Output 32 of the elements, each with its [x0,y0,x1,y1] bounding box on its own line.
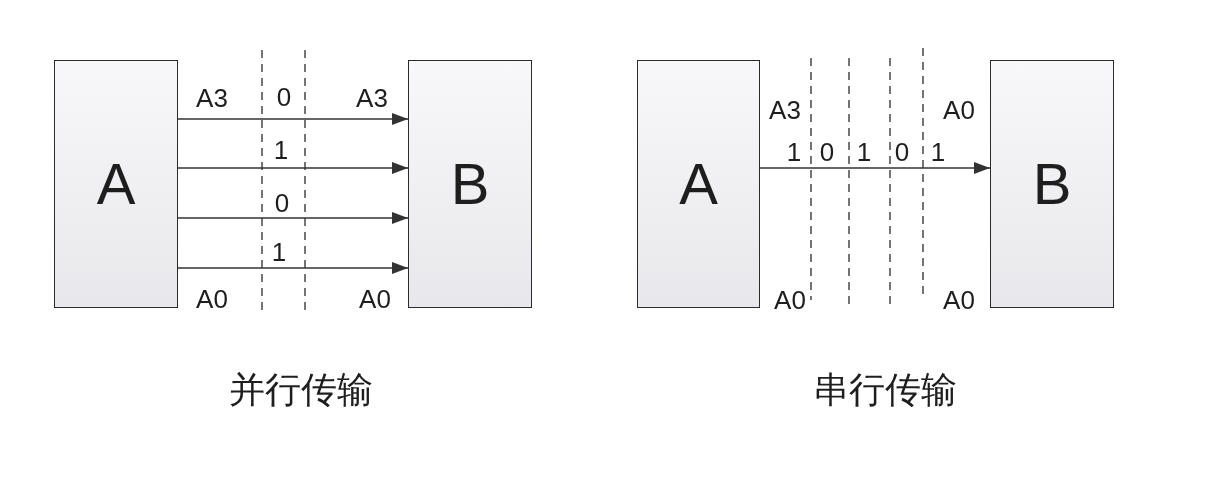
caption: 串行传输 [813,372,957,408]
signal-label: A0 [943,287,975,313]
device-block [637,60,760,308]
bit-label: 0 [276,84,292,110]
bit-label: 1 [856,139,872,165]
device-label: B [1032,155,1072,213]
signal-label: A3 [196,85,228,111]
device-block [990,60,1114,308]
arrow [177,113,409,125]
bit-label: 0 [819,139,835,165]
arrow [177,212,409,224]
bit-label: 1 [930,139,946,165]
device-block [54,60,178,308]
arrow [759,162,991,174]
signal-label: A3 [769,97,801,123]
signal-label: A3 [356,85,388,111]
device-label: A [96,155,136,213]
signal-label: A0 [196,286,228,312]
bit-label: 0 [894,139,910,165]
bit-label: 1 [271,239,287,265]
device-block [408,60,532,308]
signal-label: A0 [943,97,975,123]
bit-label: 0 [274,190,290,216]
signal-label: A0 [774,287,806,313]
signal-label: A0 [359,286,391,312]
bit-label: 1 [786,139,802,165]
bit-label: 1 [273,137,289,163]
device-label: B [450,155,490,213]
device-label: A [679,155,718,213]
caption: 并行传输 [229,372,373,408]
arrow [177,262,409,274]
arrow [177,162,409,174]
